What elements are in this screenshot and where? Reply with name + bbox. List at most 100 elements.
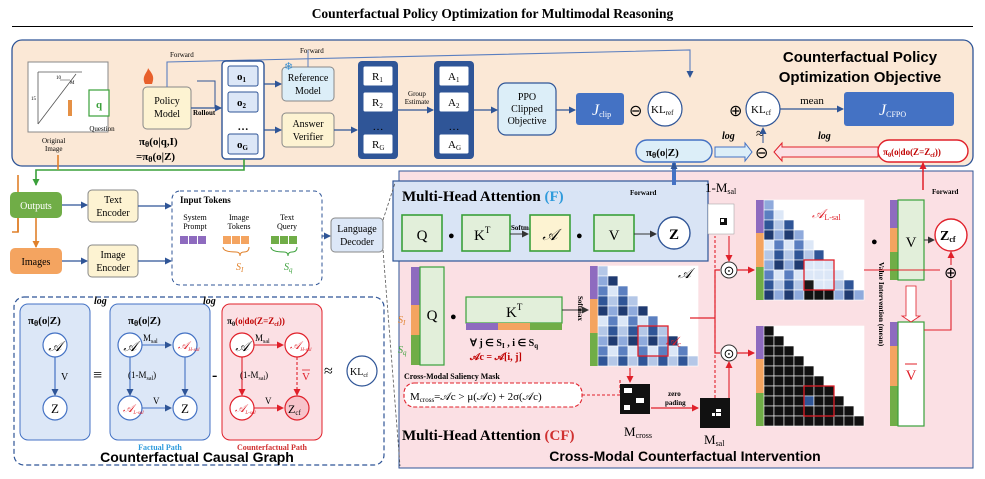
- a-c-label: 𝒜c: [666, 334, 681, 349]
- value-intervention: Value Intervention (mean): [877, 262, 886, 347]
- plot-label-m: M: [70, 81, 75, 86]
- policy-label-1: Policy: [154, 96, 180, 107]
- hsal-cell: [823, 365, 835, 377]
- mha-f-forward: Forward: [630, 189, 657, 197]
- hsal-cell: [773, 415, 785, 427]
- lsal-cell: [833, 249, 845, 261]
- hsal-cell: [823, 395, 835, 407]
- j-clip-box: [576, 93, 624, 125]
- lsal-cell: [853, 289, 865, 301]
- lsal-cell: [803, 249, 815, 261]
- zero-pading-2: pading: [665, 399, 686, 407]
- graph-equiv: ≡: [93, 367, 102, 384]
- cf-vbar-green: [890, 252, 898, 280]
- plus-symbol: ⊕: [729, 103, 742, 120]
- hsal-cell: [833, 405, 845, 417]
- question-label: Question: [89, 125, 115, 133]
- cf-vbar-green-2: [890, 386, 898, 426]
- graph-f-v: V: [153, 396, 160, 406]
- hsal-cell: [763, 415, 775, 427]
- lsal-cell: [823, 289, 835, 301]
- a-mat-cell: [597, 285, 609, 297]
- a-mat-cell: [617, 325, 629, 337]
- hsal-cell: [813, 415, 825, 427]
- hsal-cell: [793, 325, 805, 337]
- a-mat-cell: [607, 275, 619, 287]
- a-mat-cell: [597, 275, 609, 287]
- lsal-cell: [823, 199, 835, 211]
- hsal-cell: [763, 325, 775, 337]
- lsal-cell: [803, 219, 815, 231]
- a-mat-cell: [657, 275, 669, 287]
- group-estimate-2: Estimate: [405, 98, 430, 106]
- hsal-cell: [843, 415, 855, 427]
- a-mat-cell: [627, 295, 639, 307]
- hsal-cell: [783, 375, 795, 387]
- o-cell-1: [227, 91, 259, 113]
- lsal-cell: [783, 229, 795, 241]
- lsal-matrix: [756, 199, 865, 301]
- language-decoder-1: Language: [337, 224, 377, 235]
- hsal-cell: [823, 415, 835, 427]
- image-encoder-1: Image: [101, 250, 127, 261]
- a-cell-3: [438, 133, 470, 155]
- a-mat-cell: [617, 265, 629, 277]
- lsal-stripe-purple: [756, 200, 764, 233]
- hsal-cell: [783, 395, 795, 407]
- mha-cf-title: Multi-Head Attention (CF): [402, 428, 575, 444]
- hsal-cell: [803, 375, 815, 387]
- cf-cond-1: ∀ j ∈ SI , i ∈ Sq: [469, 338, 538, 350]
- a-mat-cell: [637, 295, 649, 307]
- plot-tick-15: 15: [31, 97, 37, 102]
- hsal-cell: [793, 375, 805, 387]
- hsal-cell: [773, 335, 785, 347]
- log-top-2: log: [818, 131, 831, 142]
- lsal-cell: [843, 239, 855, 251]
- page-title: Counterfactual Policy Optimization for M…: [311, 6, 674, 21]
- mha-f-softmax: Softmax: [511, 224, 536, 232]
- rollout-label: Rollout: [193, 109, 216, 117]
- hsal-cell: [763, 335, 775, 347]
- graph-f-msal: Msal: [143, 333, 158, 345]
- graph-minus: -: [212, 367, 217, 384]
- lsal-cell: [823, 249, 835, 261]
- cf-k-box: [465, 296, 563, 324]
- hsal-cell: [763, 345, 775, 357]
- lsal-cell: [843, 209, 855, 221]
- cf-kbar-orange: [498, 323, 530, 330]
- pi-do-top: πθ(o|do(Z=Zcf)): [883, 147, 941, 159]
- a-mat-cell: [607, 315, 619, 327]
- o-cell-0: [227, 65, 259, 87]
- a-mat-cell: [627, 325, 639, 337]
- a-mat-cell: [597, 265, 609, 277]
- text-encoder-2: Encoder: [96, 208, 130, 219]
- a-cell-0: [438, 65, 470, 87]
- m-cross-img: [620, 384, 650, 414]
- hsal-cell: [813, 355, 825, 367]
- a-mat-cell: [647, 265, 659, 277]
- lsal-cell: [833, 289, 845, 301]
- a-mat-cell: [617, 345, 629, 357]
- a-mat-cell: [647, 335, 659, 347]
- title-rule: [12, 26, 973, 27]
- text-encoder-1: Text: [104, 195, 122, 206]
- a-mat-cell: [627, 315, 639, 327]
- hsal-cell: [803, 395, 815, 407]
- hsal-cell: [773, 395, 785, 407]
- hsal-cell: [853, 405, 865, 417]
- lsal-cell: [773, 209, 785, 221]
- a-mat-cell: [637, 335, 649, 347]
- lsal-cell: [783, 219, 795, 231]
- lsal-cell: [793, 209, 805, 221]
- hsal-cell: [783, 355, 795, 367]
- graph-cf-msal: Msal: [255, 333, 270, 345]
- a-mat-cell: [687, 345, 699, 357]
- r-cell-1: [362, 91, 394, 113]
- lsal-cell: [853, 239, 865, 251]
- cf-dot: ●: [450, 311, 457, 323]
- lsal-cell: [853, 199, 865, 211]
- a-mat-cell: [677, 285, 689, 297]
- lsal-highlight: [803, 259, 835, 291]
